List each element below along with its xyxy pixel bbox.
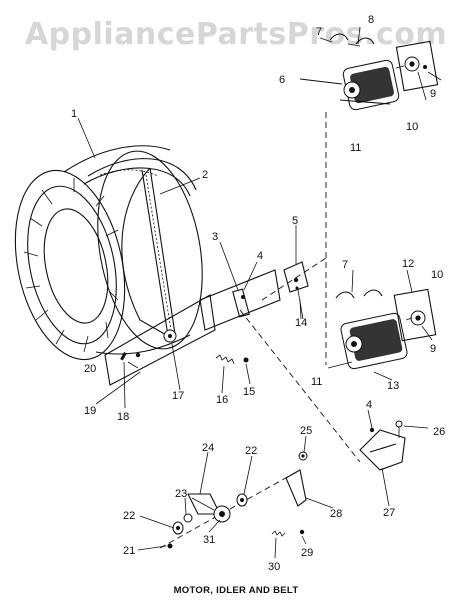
callout-28: 28 — [330, 508, 342, 520]
callout-27: 27 — [383, 507, 395, 519]
callout-31: 31 — [203, 534, 215, 546]
callout-22: 22 — [123, 510, 135, 522]
callout-22: 22 — [245, 445, 257, 457]
callout-25: 25 — [300, 425, 312, 437]
idler-pulley-assembly — [159, 451, 308, 549]
motor-mount-clip — [261, 257, 327, 301]
callout-6: 6 — [279, 74, 285, 86]
motor-bracket — [359, 420, 406, 471]
callout-8: 8 — [368, 14, 374, 26]
dryer-drum — [14, 145, 203, 361]
callout-1: 1 — [71, 108, 77, 120]
callout-16: 16 — [216, 394, 228, 406]
callout-15: 15 — [243, 386, 255, 398]
callout-4: 4 — [257, 250, 263, 262]
callout-21: 21 — [123, 545, 135, 557]
callout-23: 23 — [175, 488, 187, 500]
callout-9: 9 — [430, 88, 436, 100]
callout-5: 5 — [292, 215, 298, 227]
callout-20: 20 — [84, 363, 96, 375]
bracket-plate — [104, 294, 216, 386]
callout-24: 24 — [202, 442, 214, 454]
callout-7: 7 — [342, 259, 348, 271]
callout-11: 11 — [350, 142, 361, 154]
callout-19: 19 — [84, 405, 96, 417]
callout-12: 12 — [402, 258, 414, 270]
callout-13: 13 — [387, 380, 399, 392]
callout-10: 10 — [406, 121, 418, 133]
idler-arm-bracket — [199, 269, 281, 365]
motor-top — [299, 33, 439, 365]
leader-lines — [77, 26, 442, 559]
callout-11: 11 — [311, 376, 322, 388]
callout-29: 29 — [301, 547, 313, 559]
diagram-caption: MOTOR, IDLER AND BELT — [174, 585, 299, 596]
callout-10: 10 — [431, 269, 443, 281]
callout-14: 14 — [295, 317, 307, 329]
idler-pulley — [163, 329, 177, 343]
watermark-text: AppliancePartsPros.com — [25, 17, 447, 52]
callout-30: 30 — [268, 561, 280, 573]
callout-2: 2 — [202, 169, 208, 181]
callout-9: 9 — [430, 343, 436, 355]
callout-7: 7 — [316, 26, 322, 38]
motor-bottom — [327, 288, 437, 381]
callout-18: 18 — [117, 411, 129, 423]
callout-17: 17 — [172, 390, 184, 402]
callout-3: 3 — [212, 231, 218, 243]
callout-4: 4 — [366, 399, 372, 411]
callout-26: 26 — [433, 426, 445, 438]
drive-belt — [121, 167, 176, 337]
